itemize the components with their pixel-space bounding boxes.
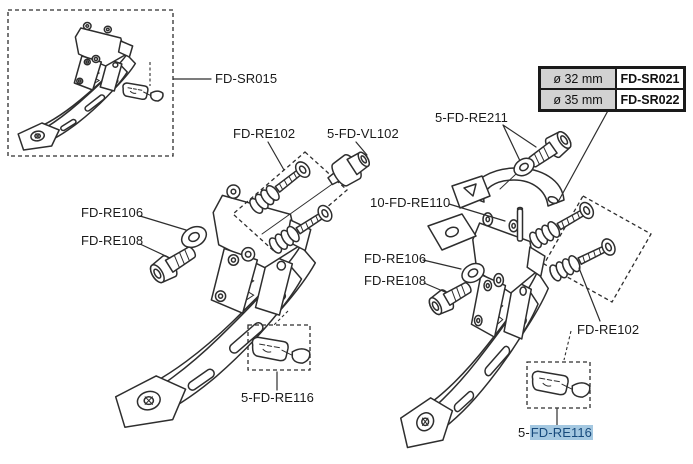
clamp-size-value: ø 32 mm (540, 68, 616, 89)
fd-sr015-reference-drawing (8, 10, 211, 156)
part-label-fd-re102-left: FD-RE102 (233, 126, 296, 141)
spring-screw-drawing (246, 158, 314, 217)
part-label-fd-re110: 10-FD-RE110 (370, 195, 451, 210)
leader-fd-re106-right (423, 260, 461, 269)
clamp-size-value: ø 35 mm (540, 89, 616, 110)
parts-box-fd-re102-right (544, 196, 651, 302)
part-label-fd-re211: 5-FD-RE211 (435, 110, 509, 125)
part-label-prefix: 5- (518, 425, 530, 440)
leader-fd-re211 (503, 125, 536, 163)
part-label-fd-re108-left: FD-RE108 (81, 233, 144, 248)
leader-fd-re110 (449, 204, 505, 221)
part-label-fd-re106-right: FD-RE106 (364, 251, 427, 266)
clamp-part-number: FD-SR022 (616, 89, 684, 110)
leader-fd-re108-left (140, 244, 170, 258)
part-label-fd-sr015: FD-SR015 (215, 71, 278, 86)
leader-fd-re106-left (140, 216, 186, 230)
spring-screw-drawing (526, 199, 597, 251)
clamp-part-number: FD-SR021 (616, 68, 684, 89)
parts-box-fd-re116-right (527, 362, 590, 408)
leader-size-table (558, 107, 610, 202)
washer-fd-re106-drawing (177, 221, 211, 253)
leader-fd-re102-left (268, 142, 284, 170)
leader-fd-vl102 (356, 142, 367, 155)
bolt-fd-re108-drawing (425, 276, 476, 319)
leader-fd-re108-right (424, 283, 445, 292)
part-label-fd-re102-right: FD-RE102 (577, 322, 640, 337)
clamp-size-table: ø 32 mm FD-SR021 ø 35 mm FD-SR022 (538, 66, 686, 112)
part-label-highlighted-selection[interactable]: FD-RE116 (529, 425, 594, 440)
guide-parts-drawing (251, 336, 311, 364)
part-label-fd-re116-left: 5-FD-RE116 (241, 390, 315, 405)
guide-parts-drawing (531, 370, 591, 398)
leader-fd-re102-right (579, 268, 600, 321)
derailleur-left-drawing (114, 142, 376, 428)
parts-box-fd-re116-left (248, 325, 310, 370)
part-label-fd-re116-right: 5-FD-RE116 (518, 425, 594, 440)
pin-drawing (518, 208, 523, 242)
part-label-fd-vl102: 5-FD-VL102 (327, 126, 399, 141)
part-label-fd-re108-right: FD-RE108 (364, 273, 427, 288)
part-label-fd-re106-left: FD-RE106 (81, 205, 144, 220)
derailleur-right-drawing (400, 107, 651, 449)
clamp-band-fd-re110-drawing (428, 168, 564, 250)
